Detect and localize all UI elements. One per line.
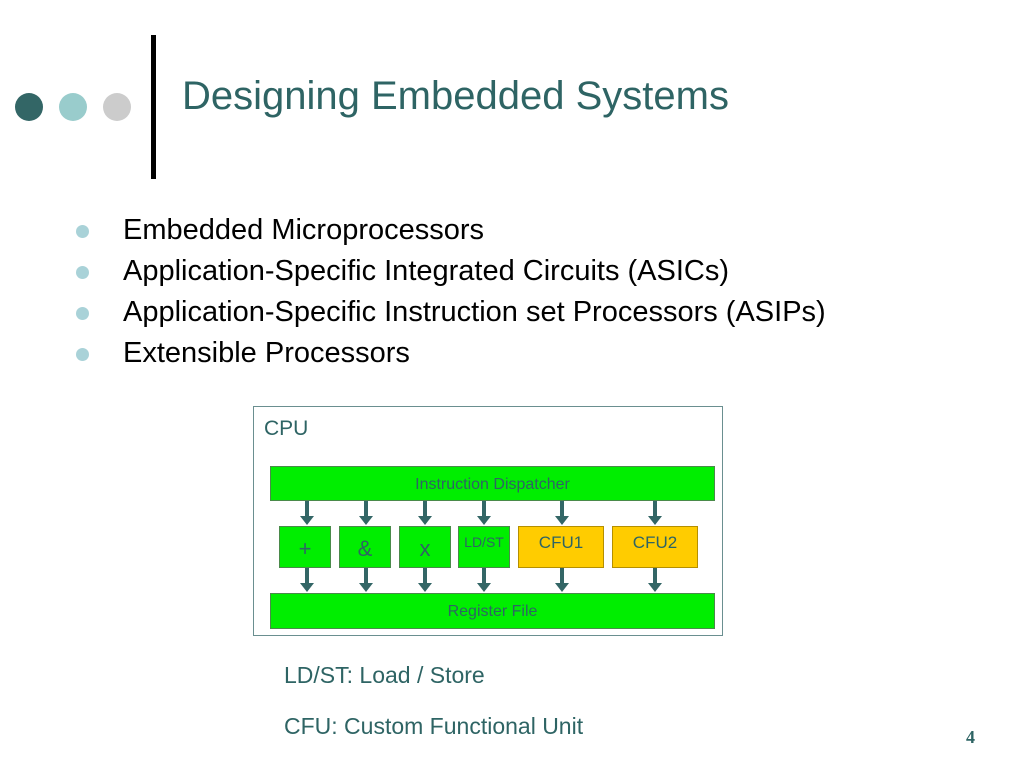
unit-add-label: + [298, 536, 312, 561]
decor-dot-dark [15, 93, 43, 121]
bullet-text: Application-Specific Integrated Circuits… [123, 255, 730, 287]
unit-add: + [279, 526, 331, 568]
register-file-label: Register File [447, 603, 538, 620]
bullet-item: Application-Specific Integrated Circuits… [76, 251, 826, 292]
unit-and: & [339, 526, 391, 568]
unit-cfu2: CFU2 [612, 526, 698, 568]
bullet-dot-icon [76, 348, 89, 361]
register-file-bar: Register File [270, 593, 715, 629]
unit-cfu2-label: CFU2 [632, 533, 678, 552]
bullet-dot-icon [76, 307, 89, 320]
instruction-dispatcher-label: Instruction Dispatcher [415, 476, 570, 493]
slide-title: Designing Embedded Systems [182, 74, 729, 118]
instruction-dispatcher-bar: Instruction Dispatcher [270, 466, 715, 501]
unit-cfu1-label: CFU1 [538, 533, 584, 552]
unit-load-store-label: LD/ST [464, 534, 504, 550]
cpu-label: CPU [264, 417, 309, 440]
page-number: 4 [966, 727, 975, 747]
bullet-list: Embedded Microprocessors Application-Spe… [76, 210, 826, 374]
bullet-text: Application-Specific Instruction set Pro… [123, 296, 826, 328]
cfu-note: CFU: Custom Functional Unit [284, 713, 584, 739]
unit-load-store: LD/ST [458, 526, 510, 568]
bullet-dot-icon [76, 266, 89, 279]
unit-multiply: x [399, 526, 451, 568]
unit-and-label: & [357, 536, 373, 561]
decor-dot-light-teal [59, 93, 87, 121]
bullet-item: Embedded Microprocessors [76, 210, 826, 251]
title-divider [151, 35, 156, 179]
unit-cfu1: CFU1 [518, 526, 604, 568]
bullet-text: Embedded Microprocessors [123, 214, 485, 246]
bullet-item: Extensible Processors [76, 333, 826, 374]
bullet-item: Application-Specific Instruction set Pro… [76, 292, 826, 333]
unit-multiply-label: x [419, 536, 431, 561]
bullet-text: Extensible Processors [123, 337, 410, 369]
bullet-dot-icon [76, 225, 89, 238]
ldst-note: LD/ST: Load / Store [284, 662, 485, 688]
decor-dot-gray [103, 93, 131, 121]
